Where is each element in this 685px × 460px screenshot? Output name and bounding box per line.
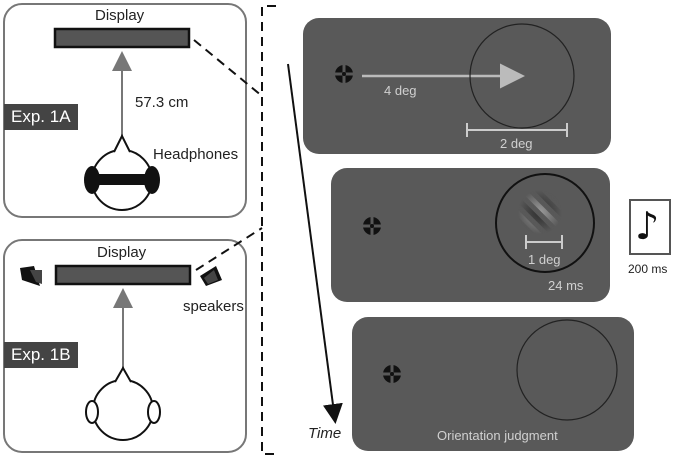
fixation-icon	[333, 63, 355, 85]
stimulus-duration-label: 24 ms	[548, 278, 584, 293]
headphones-label: Headphones	[153, 146, 239, 163]
left-speaker-icon	[20, 266, 42, 286]
viewing-distance-label: 57.3 cm	[135, 94, 189, 111]
sound-box	[629, 199, 671, 255]
display-1b	[54, 264, 192, 286]
display-label-1a: Display	[95, 7, 145, 24]
music-note-icon: ♪	[635, 204, 660, 248]
frame-3-screen	[352, 317, 634, 451]
gabor-scale-bar	[525, 235, 563, 249]
gabor-size-label: 1 deg	[528, 252, 561, 267]
task-label: Orientation judgment	[437, 428, 558, 443]
speakers-label: speakers	[183, 298, 244, 315]
exp1a-badge: Exp. 1A	[4, 104, 78, 130]
sound-duration-label: 200 ms	[628, 262, 668, 276]
right-speaker-icon	[200, 266, 222, 286]
display-1a	[53, 27, 191, 49]
zoom-bracket	[193, 5, 276, 455]
time-arrow	[287, 63, 343, 424]
head-with-headphones-icon	[84, 133, 160, 211]
time-label: Time	[308, 425, 342, 442]
fixation-icon	[361, 215, 383, 237]
diameter-label: 2 deg	[500, 136, 533, 151]
frame-2-screen	[331, 168, 610, 302]
exp1a-panel	[3, 3, 247, 218]
diameter-scale-bar	[466, 123, 568, 137]
fixation-icon	[381, 363, 403, 385]
frame-1-screen	[303, 18, 611, 154]
head-icon	[85, 365, 161, 441]
eccentricity-label: 4 deg	[384, 83, 417, 98]
display-label-1b: Display	[97, 244, 147, 261]
exp1b-badge: Exp. 1B	[4, 342, 78, 368]
